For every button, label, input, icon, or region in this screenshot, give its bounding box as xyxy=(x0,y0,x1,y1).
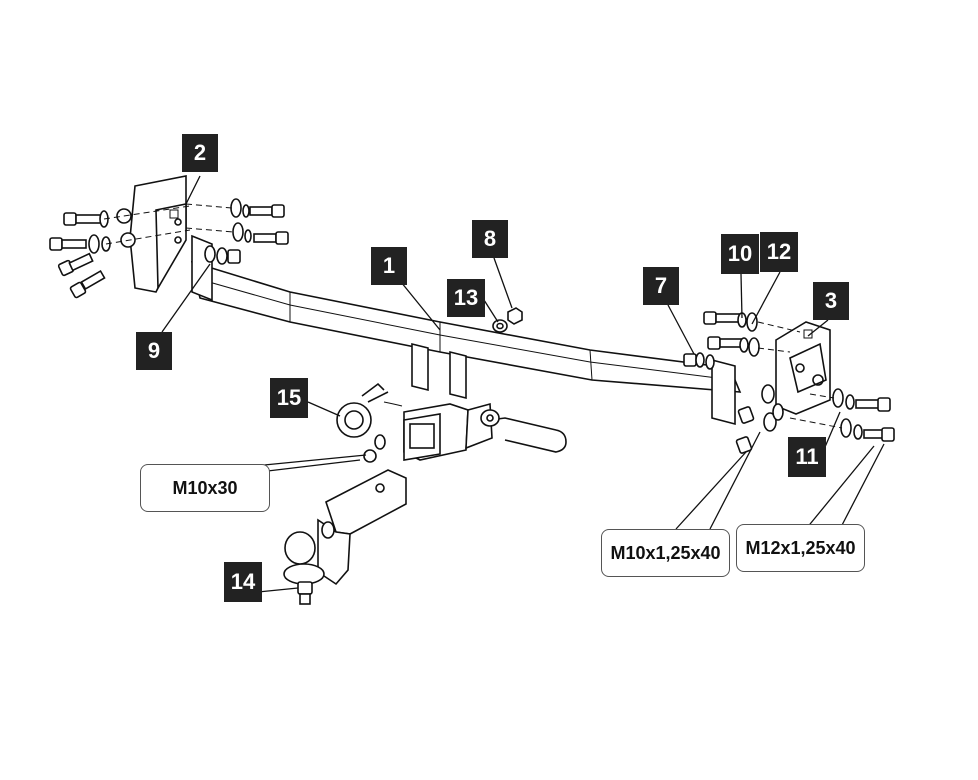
callout-1: 1 xyxy=(371,247,407,285)
receiver xyxy=(403,402,567,461)
bolt xyxy=(230,198,285,218)
callout-7: 7 xyxy=(643,267,679,305)
left-bracket xyxy=(129,175,187,293)
spec-label-m10x125x40: M10x1,25x40 xyxy=(601,529,730,577)
callout-8: 8 xyxy=(472,220,508,258)
right-bracket xyxy=(775,321,831,415)
bolt xyxy=(63,210,109,228)
spec-label-m12x125x40: M12x1,25x40 xyxy=(736,524,865,572)
ball-mount xyxy=(283,469,407,605)
callout-11: 11 xyxy=(788,437,826,477)
callout-15: 15 xyxy=(270,378,308,418)
spec-label-m10x30: M10x30 xyxy=(140,464,270,512)
socket-plate xyxy=(336,382,403,463)
bolt xyxy=(69,269,106,299)
callout-3: 3 xyxy=(813,282,849,320)
bolt xyxy=(57,252,94,277)
left-bolt-set xyxy=(49,198,289,299)
callout-9: 9 xyxy=(136,332,172,370)
bolt xyxy=(703,311,758,332)
callout-10: 10 xyxy=(721,234,759,274)
bolt xyxy=(737,406,755,424)
bolt xyxy=(707,336,760,357)
callout-13: 13 xyxy=(447,279,485,317)
callout-12: 12 xyxy=(760,232,798,272)
bolt xyxy=(735,436,753,454)
bolt xyxy=(49,234,111,254)
callout-14: 14 xyxy=(224,562,262,602)
nut-and-washer xyxy=(492,307,523,333)
callout-2: 2 xyxy=(182,134,218,172)
bolt xyxy=(832,388,891,412)
bolt xyxy=(840,418,895,442)
bolt xyxy=(232,222,289,245)
leader-lines xyxy=(161,175,885,593)
crossbar xyxy=(190,234,742,426)
right-bolt-set xyxy=(683,311,895,454)
